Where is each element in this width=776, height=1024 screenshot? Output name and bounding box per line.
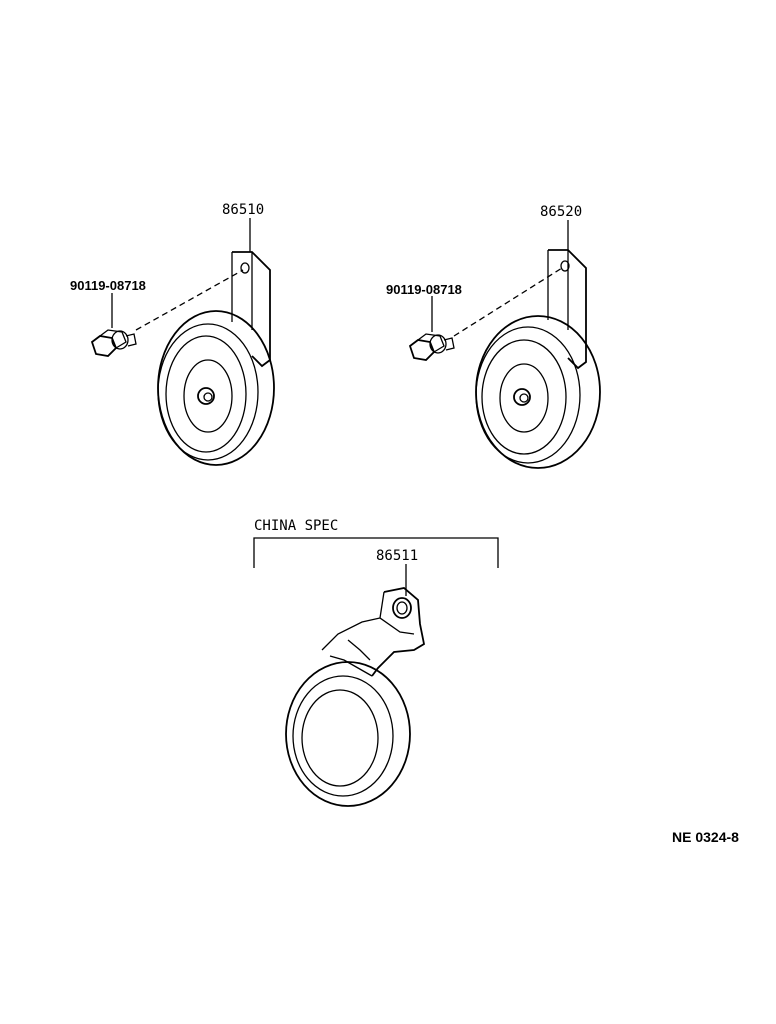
part-label-86510: 86510	[222, 202, 264, 218]
part-label-bolt-right: 90119-08718	[386, 282, 462, 297]
reference-code: NE 0324-8	[672, 829, 739, 845]
part-label-86511: 86511	[376, 548, 418, 564]
part-label-86520: 86520	[540, 204, 582, 220]
bolt-90119-left[interactable]	[90, 329, 137, 357]
horn-86511[interactable]	[285, 587, 426, 807]
section-bracket-china-spec	[253, 537, 499, 568]
section-label-china-spec: CHINA SPEC	[254, 518, 338, 534]
bolt-90119-right[interactable]	[408, 333, 455, 361]
bolt-dashed-line-right	[453, 267, 563, 337]
part-label-bolt-left: 90119-08718	[70, 278, 146, 293]
bolt-dashed-line-left	[135, 269, 244, 331]
horn-86520[interactable]	[475, 249, 601, 469]
horn-86510[interactable]	[157, 251, 275, 466]
